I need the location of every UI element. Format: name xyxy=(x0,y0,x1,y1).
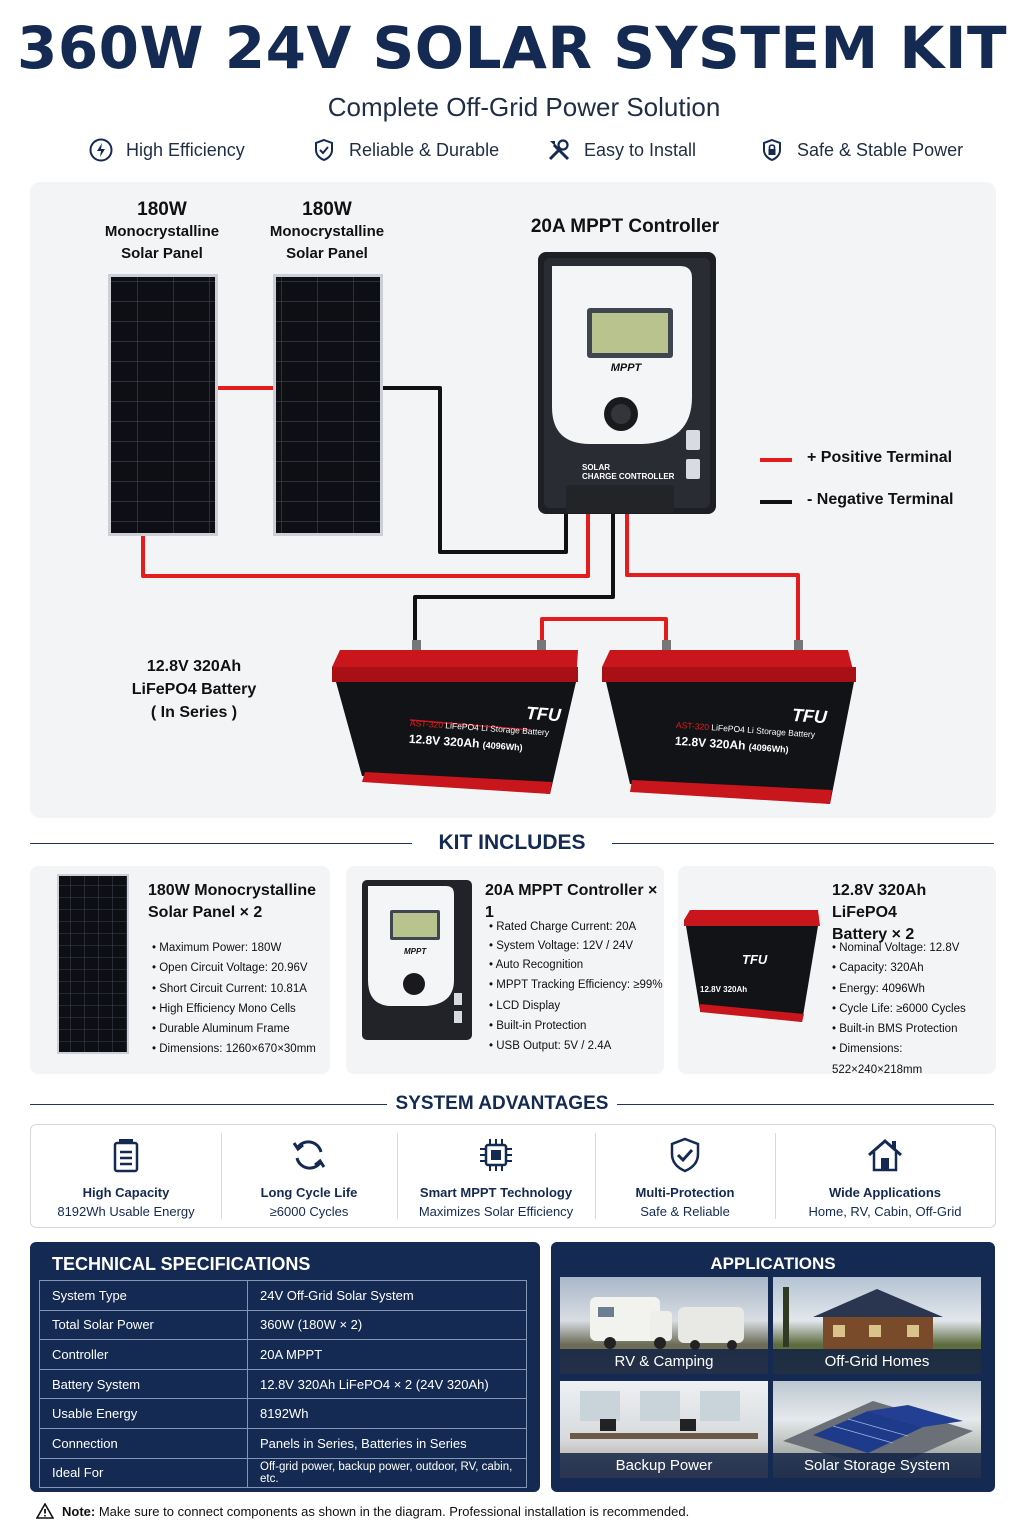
feature-label: Reliable & Durable xyxy=(349,139,500,160)
chip-icon xyxy=(480,1139,512,1171)
kit-spec: Built-in BMS Protection xyxy=(832,1019,994,1039)
kit-spec: Durable Aluminum Frame xyxy=(152,1019,328,1039)
advantage-multi-protection: Multi-Protection Safe & Reliable xyxy=(595,1125,775,1227)
kit-spec: Nominal Voltage: 12.8V xyxy=(832,938,994,958)
kit-spec: Short Circuit Current: 10.81A xyxy=(152,979,328,999)
kit-spec: Rated Charge Current: 20A xyxy=(489,917,663,937)
shield-check-icon xyxy=(670,1137,700,1173)
kit-spec-list: Rated Charge Current: 20A System Voltage… xyxy=(489,917,663,1056)
feature-reliable: Reliable & Durable xyxy=(311,137,499,163)
shield-lock-icon xyxy=(763,138,781,162)
feature-safe-power: Safe & Stable Power xyxy=(759,137,963,163)
svg-text:12.8V 320Ah: 12.8V 320Ah xyxy=(700,985,747,994)
battery-thumb: TFU 12.8V 320Ah xyxy=(684,910,820,1022)
kit-spec: Open Circuit Voltage: 20.96V xyxy=(152,958,328,978)
kit-spec-list: Maximum Power: 180W Open Circuit Voltage… xyxy=(152,938,328,1060)
kit-spec: System Voltage: 12V / 24V xyxy=(489,937,663,956)
kit-spec: MPPT Tracking Efficiency: ≥99% xyxy=(489,975,663,995)
feature-label: Easy to Install xyxy=(584,139,697,160)
kit-section-title: KIT INCLUDES xyxy=(412,831,612,855)
feature-label: High Efficiency xyxy=(126,139,245,160)
battery-icon xyxy=(113,1139,139,1173)
kit-spec: Auto Recognition xyxy=(489,956,663,975)
advantage-smart-mppt: Smart MPPT Technology Maximizes Solar Ef… xyxy=(397,1125,595,1227)
kit-spec: Cycle Life: ≥6000 Cycles xyxy=(832,999,994,1019)
controller-label: 20A MPPT Controller xyxy=(530,216,720,237)
page-subtitle: Complete Off-Grid Power Solution xyxy=(327,92,721,122)
kit-spec: Dimensions: 522×240×218mm xyxy=(832,1039,994,1080)
advantage-high-capacity: High Capacity 8192Wh Usable Energy xyxy=(31,1125,221,1227)
battery-label: 12.8V 320Ah LiFePO4 Battery ( In Series … xyxy=(131,658,257,721)
kit-spec: High Efficiency Mono Cells xyxy=(152,999,328,1019)
note-label: Note: xyxy=(62,1503,96,1519)
controller-thumb: MPPT xyxy=(362,880,472,1040)
battery-2 xyxy=(602,640,856,804)
page-title: 360W 24V SOLAR SYSTEM KIT xyxy=(16,14,1008,82)
controller-mppt-text: MPPT xyxy=(610,362,642,374)
panel-2-label: 180W Monocrystalline Solar Panel xyxy=(269,199,385,262)
battery-2-face: TFU AST-320 LiFePO4 Li Storage Battery 1… xyxy=(674,704,828,755)
kit-spec: USB Output: 5V / 2.4A xyxy=(489,1036,663,1056)
application-rv: RV & Camping xyxy=(560,1277,768,1374)
lightning-circle-icon xyxy=(89,138,113,162)
solar-panel-2 xyxy=(273,274,383,536)
feature-high-efficiency: High Efficiency xyxy=(88,137,245,163)
solar-panel-thumb xyxy=(57,874,129,1054)
cycle-icon xyxy=(292,1140,326,1170)
specs-title: TECHNICAL SPECIFICATIONS xyxy=(52,1254,311,1274)
legend-negative: - Negative Terminal xyxy=(807,491,954,508)
kit-title-line: Solar Panel × 2 xyxy=(148,904,263,921)
feature-label: Safe & Stable Power xyxy=(797,139,964,160)
advantage-wide-applications: Wide Applications Home, RV, Cabin, Off-G… xyxy=(775,1125,995,1227)
advantages-section-title: SYSTEM ADVANTAGES xyxy=(387,1093,617,1115)
kit-spec: Energy: 4096Wh xyxy=(832,979,994,999)
shield-check-icon xyxy=(315,138,333,162)
wiring-diagram: 180W Monocrystalline Solar Panel 180W Mo… xyxy=(30,182,996,818)
kit-title-line: 180W Monocrystalline xyxy=(148,882,317,899)
kit-spec-list: Nominal Voltage: 12.8V Capacity: 320Ah E… xyxy=(832,938,994,1080)
advantages-bar: High Capacity 8192Wh Usable Energy Long … xyxy=(30,1124,996,1228)
svg-text:MPPT: MPPT xyxy=(404,947,427,956)
kit-card-controller: MPPT 20A MPPT Controller × 1 Rated Charg… xyxy=(346,866,664,1074)
panel-1-label: 180W Monocrystalline Solar Panel xyxy=(104,199,220,262)
applications-panel: APPLICATIONS RV & Camping Off-Grid Homes… xyxy=(551,1242,995,1492)
diagram-drawing xyxy=(108,252,856,804)
battery-1 xyxy=(332,640,578,794)
house-icon xyxy=(868,1139,902,1172)
mppt-controller xyxy=(538,252,716,514)
kit-spec: Capacity: 320Ah xyxy=(832,958,994,978)
kit-title-line: 20A MPPT Controller × 1 xyxy=(485,882,658,921)
advantage-cycle-life: Long Cycle Life ≥6000 Cycles xyxy=(221,1125,397,1227)
application-backup-power: Backup Power xyxy=(560,1381,768,1478)
feature-easy-install: Easy to Install xyxy=(546,137,696,163)
application-off-grid-homes: Off-Grid Homes xyxy=(773,1277,981,1374)
note-text: Make sure to connect components as shown… xyxy=(98,1503,690,1519)
warning-icon xyxy=(36,1503,54,1519)
battery-1-face: TFU AST-320 LiFePO4 Li Storage Battery 1… xyxy=(408,702,562,753)
tools-icon xyxy=(548,139,570,161)
kit-spec: Dimensions: 1260×670×30mm xyxy=(152,1039,328,1059)
kit-spec: Built-in Protection xyxy=(489,1016,663,1036)
kit-title-line: 12.8V 320Ah LiFePO4 xyxy=(832,882,927,921)
svg-text:TFU: TFU xyxy=(742,952,768,967)
applications-title: APPLICATIONS xyxy=(710,1254,836,1273)
kit-spec: Maximum Power: 180W xyxy=(152,938,328,958)
solar-panel-1 xyxy=(108,274,218,536)
installation-note: Note: Make sure to connect components as… xyxy=(36,1503,689,1519)
legend-positive: + Positive Terminal xyxy=(807,449,953,466)
application-solar-storage: Solar Storage System xyxy=(773,1381,981,1478)
kit-spec: LCD Display xyxy=(489,996,663,1016)
